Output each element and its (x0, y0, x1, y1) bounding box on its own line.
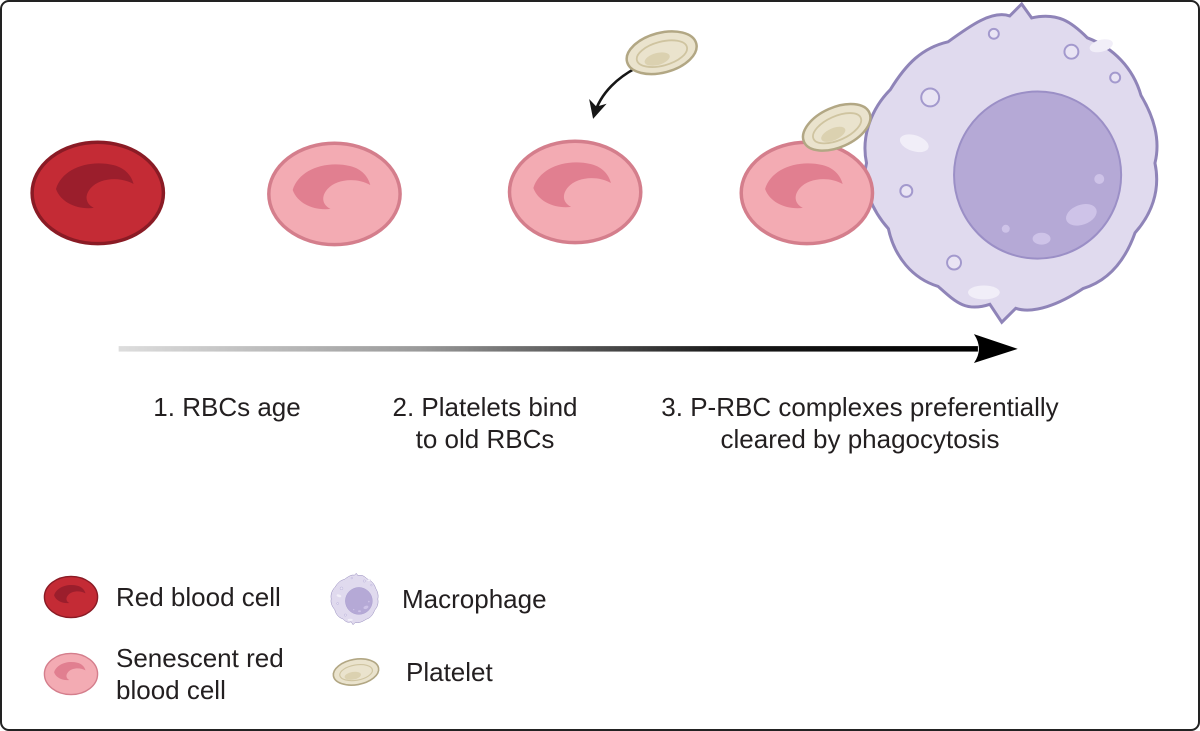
legend-label-red-blood-cell: Red blood cell (116, 582, 281, 612)
red-blood-cell-icon (43, 575, 99, 619)
legend-label-macrophage: Macrophage (402, 584, 547, 614)
aged-rbc (30, 140, 166, 246)
timeline-arrow (118, 334, 1018, 364)
senescent-rbc-step3 (739, 140, 875, 246)
legend-item-platelet: Platelet (328, 652, 493, 692)
legend-label-senescent-rbc: Senescent red blood cell (116, 643, 284, 705)
senescent-rbc-step1 (267, 141, 402, 247)
senescent-rbc-step2 (507, 139, 643, 245)
senescent-red-blood-cell-icon (43, 652, 99, 696)
macrophage-cell (863, 2, 1159, 324)
legend-label-platelet: Platelet (406, 657, 493, 687)
step-1-label: 1. RBCs age (153, 392, 301, 422)
legend-item-senescent-rbc: Senescent red blood cell (42, 642, 284, 706)
legend-item-red-blood-cell: Red blood cell (42, 574, 281, 620)
legend-item-macrophage: Macrophage (328, 571, 547, 627)
platelet-icon (330, 654, 382, 690)
free-platelet (620, 22, 703, 83)
step-3-label: 3. P-RBC complexes preferentially cleare… (661, 392, 1059, 454)
step-2-label: 2. Platelets bind to old RBCs (392, 392, 578, 454)
timeline-arrow-shaft (118, 346, 978, 352)
macrophage-icon (330, 573, 379, 625)
timeline-arrowhead (973, 334, 1018, 364)
